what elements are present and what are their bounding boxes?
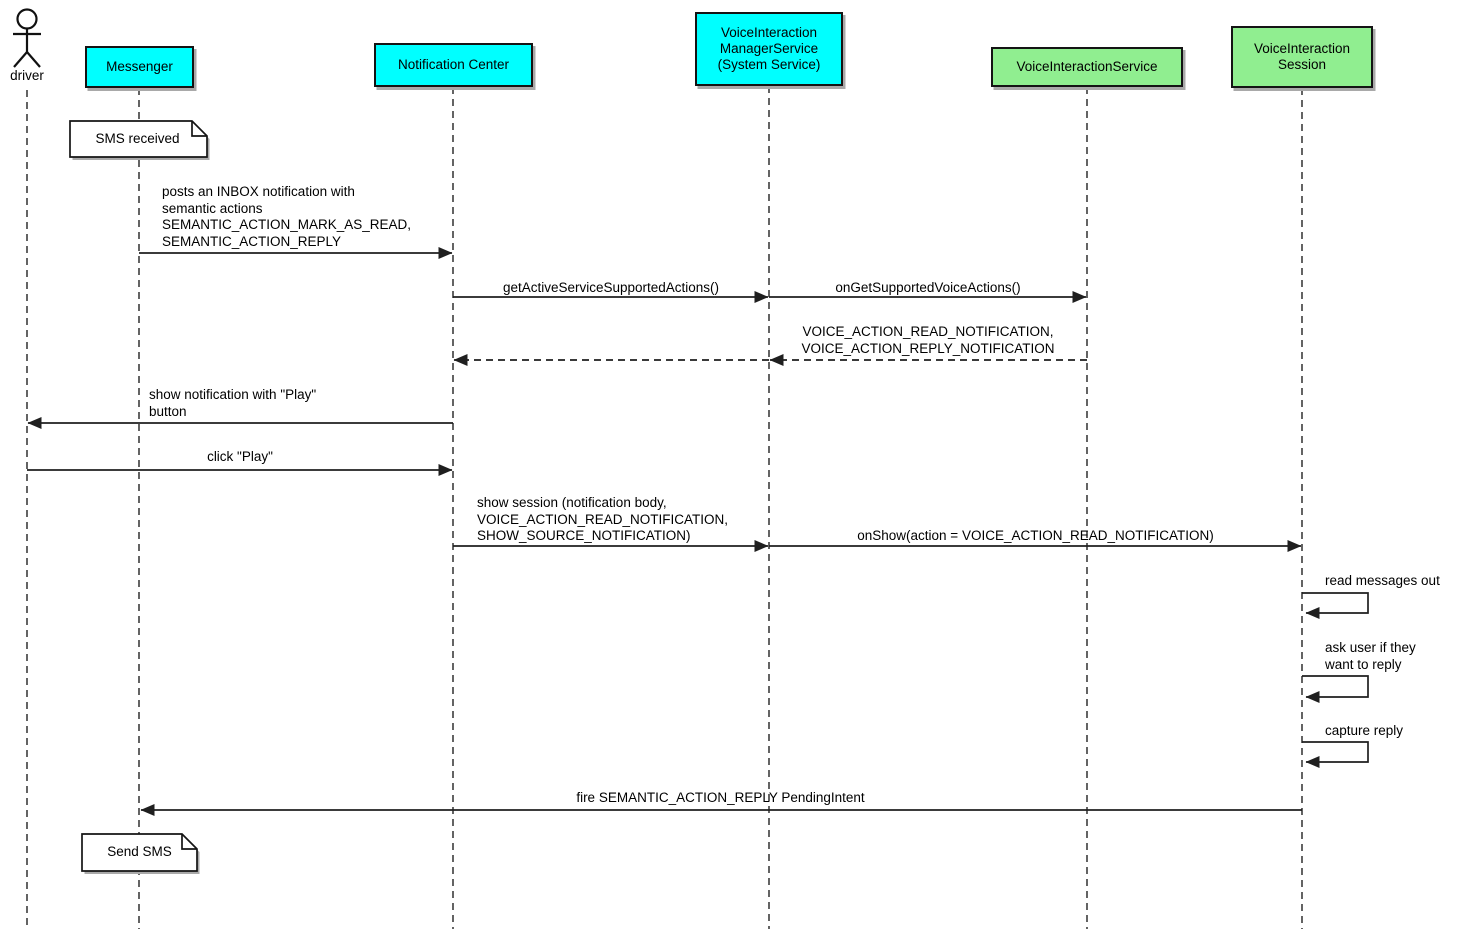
self-arrow-capture-reply bbox=[1302, 741, 1369, 768]
message-label-get-active-service-supported-actions: getActiveServiceSupportedActions() bbox=[502, 280, 720, 295]
participant-messenger-label: Messenger bbox=[106, 59, 173, 74]
participant-notification-center-label: Notification Center bbox=[397, 57, 510, 72]
participant-voice-interaction-manager-service-label: VoiceInteraction ManagerService (System … bbox=[717, 25, 821, 72]
note-sms-received: SMS received bbox=[95, 131, 180, 146]
message-label-fire-pending-intent: fire SEMANTIC_ACTION_REPLY PendingIntent bbox=[576, 790, 865, 805]
note-send-sms: Send SMS bbox=[107, 844, 172, 859]
participant-voice-interaction-service: VoiceInteractionService bbox=[991, 47, 1183, 87]
participant-voice-interaction-session: VoiceInteraction Session bbox=[1231, 26, 1373, 88]
message-label-on-show: onShow(action = VOICE_ACTION_READ_NOTIFI… bbox=[857, 528, 1214, 543]
participant-messenger: Messenger bbox=[85, 46, 194, 88]
message-label-ask-user-reply: ask user if they want to reply bbox=[1325, 640, 1416, 672]
message-label-show-notification: show notification with "Play" button bbox=[149, 387, 317, 419]
participant-voice-interaction-service-label: VoiceInteractionService bbox=[1016, 59, 1158, 74]
message-label-read-messages-out: read messages out bbox=[1325, 573, 1440, 588]
participant-notification-center: Notification Center bbox=[374, 43, 533, 87]
message-label-capture-reply: capture reply bbox=[1325, 723, 1404, 738]
self-arrow-read-messages-out bbox=[1302, 592, 1369, 619]
participant-voice-interaction-session-label: VoiceInteraction Session bbox=[1253, 41, 1351, 72]
note-send-sms-shape bbox=[81, 833, 200, 874]
message-label-click-play: click "Play" bbox=[207, 449, 273, 464]
message-label-on-get-supported-voice-actions: onGetSupportedVoiceActions() bbox=[835, 280, 1021, 295]
message-label-return-voice-actions: VOICE_ACTION_READ_NOTIFICATION, VOICE_AC… bbox=[801, 324, 1055, 356]
message-label-show-session: show session (notification body, VOICE_A… bbox=[477, 495, 729, 543]
message-label-posts-inbox-notification: posts an INBOX notification with semanti… bbox=[162, 184, 412, 249]
note-sms-received-shape bbox=[69, 120, 210, 160]
participant-voice-interaction-manager-service: VoiceInteraction ManagerService (System … bbox=[695, 12, 843, 86]
actor-figure-icon bbox=[13, 8, 41, 68]
actor-driver-label: driver bbox=[10, 68, 44, 83]
self-arrow-ask-user-reply bbox=[1302, 675, 1369, 703]
